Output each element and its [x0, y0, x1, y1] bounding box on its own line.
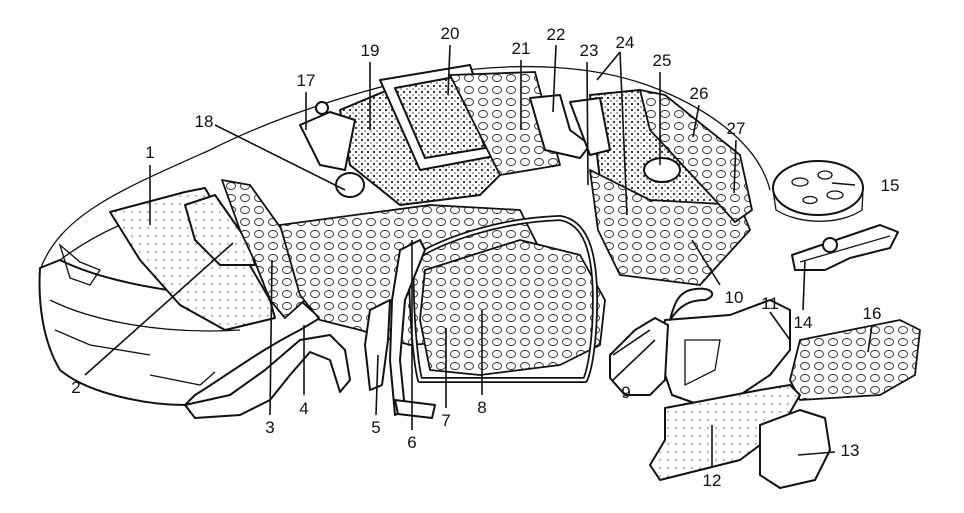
callout-14: 14 [794, 313, 813, 332]
part-1-hood-insulator [109, 187, 276, 331]
callout-23: 23 [580, 41, 599, 60]
callout-24: 24 [616, 33, 635, 52]
part-6-pillar-seal [389, 239, 426, 416]
callout-5: 5 [371, 418, 380, 437]
part-3-dash-panel [221, 179, 306, 319]
part-2-dash-insulator [184, 194, 256, 266]
callout-27: 27 [727, 119, 746, 138]
part-10-trunk-floor-mat [589, 169, 751, 286]
part-13-patch-insulator [759, 409, 831, 489]
part-23-trim-panel [569, 97, 611, 156]
part-12-trunk-side-trim [649, 384, 801, 481]
part-17-sunvisor-clip [315, 101, 329, 115]
callout-8: 8 [477, 398, 486, 417]
callout-10: 10 [725, 288, 744, 307]
part-9-wheelhouse-liner [609, 317, 669, 396]
part-8-front-floor-insulator [419, 239, 606, 376]
callout-22: 22 [547, 25, 566, 44]
part-11-rear-quarter-insulator [659, 287, 791, 406]
callout-16: 16 [863, 304, 882, 323]
part-25-speaker [643, 157, 681, 183]
callout-13: 13 [841, 441, 860, 460]
callout-18: 18 [195, 112, 214, 131]
part-6-pillar-seal-foot [394, 399, 436, 419]
callout-labels: 1 2 3 4 5 6 7 8 9 10 11 12 13 14 15 16 1… [71, 24, 899, 490]
part-18-dome-fixture [335, 172, 365, 198]
callout-25: 25 [653, 51, 672, 70]
callout-4: 4 [299, 399, 308, 418]
callout-17: 17 [297, 71, 316, 90]
leader-lines [84, 44, 873, 468]
part-17-sunvisor [299, 111, 356, 171]
callout-12: 12 [703, 471, 722, 490]
callout-19: 19 [361, 41, 380, 60]
callout-26: 26 [690, 84, 709, 103]
part-4-wheelhouse-insulator [184, 334, 351, 419]
callout-1: 1 [145, 143, 154, 162]
part-7-door-seal-inner [410, 216, 597, 382]
callout-2: 2 [71, 378, 80, 397]
part-15-spare-tire-cover [772, 160, 864, 222]
callout-15: 15 [881, 176, 900, 195]
part-5-kick-panel [364, 299, 391, 391]
callout-9: 9 [621, 383, 630, 402]
callout-7: 7 [441, 411, 450, 430]
callout-11: 11 [761, 294, 779, 313]
part-27-side-trim [639, 89, 753, 223]
part-16-rear-floor-panel [789, 319, 921, 401]
callout-20: 20 [441, 24, 460, 43]
callout-21: 21 [512, 39, 531, 58]
callout-6: 6 [407, 433, 416, 452]
part-14-jack [791, 224, 899, 271]
callout-3: 3 [265, 418, 274, 437]
